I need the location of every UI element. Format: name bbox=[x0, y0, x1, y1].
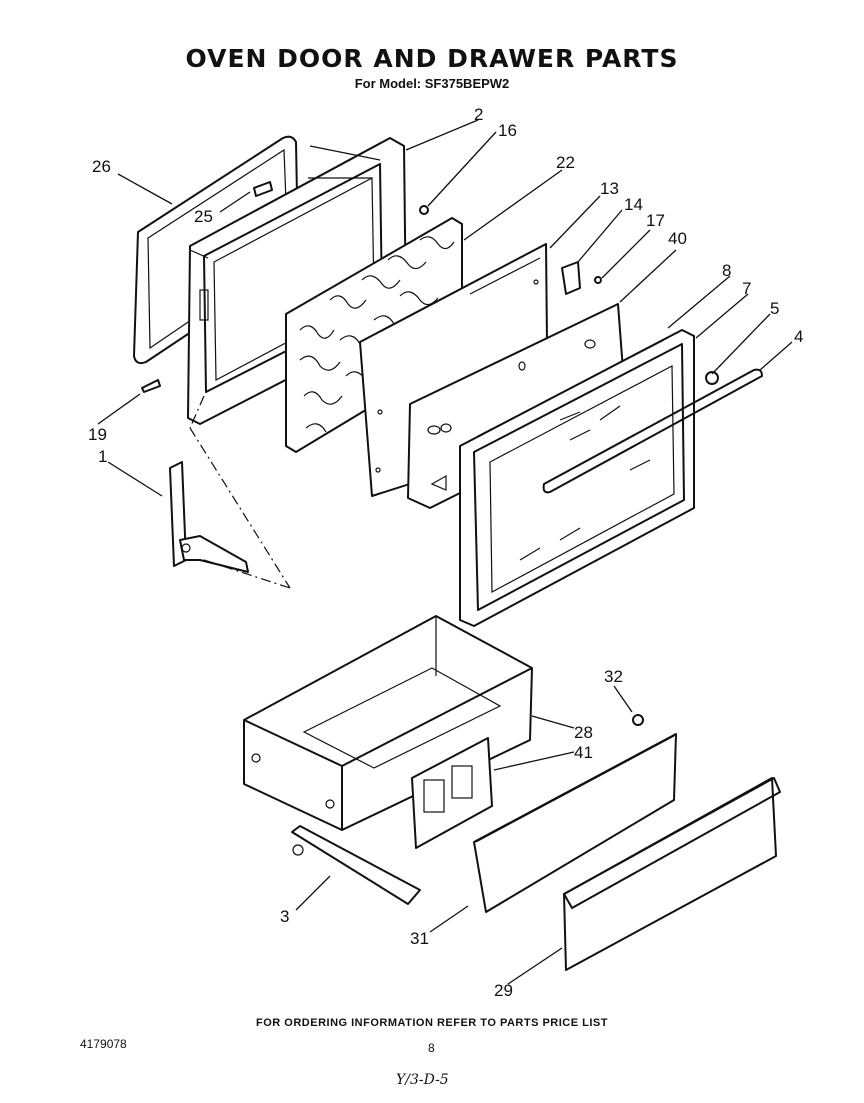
callout-8: 8 bbox=[722, 261, 731, 280]
part-28-storage-drawer bbox=[243, 615, 533, 831]
part-41-drawer-bracket bbox=[411, 737, 493, 849]
callout-14: 14 bbox=[624, 195, 643, 214]
callout-40: 40 bbox=[668, 229, 687, 248]
part-3-drawer-glide bbox=[291, 825, 421, 905]
callout-26: 26 bbox=[92, 157, 111, 176]
page-title: OVEN DOOR AND DRAWER PARTS bbox=[185, 44, 679, 73]
callout-41: 41 bbox=[574, 743, 593, 762]
part-16-screw bbox=[419, 205, 429, 215]
ordering-note: FOR ORDERING INFORMATION REFER TO PARTS … bbox=[256, 1017, 608, 1029]
callout-5: 5 bbox=[770, 299, 779, 318]
part-29-drawer-panel bbox=[563, 777, 781, 971]
document-number: 4179078 bbox=[80, 1037, 127, 1051]
callout-leaders bbox=[97, 119, 793, 985]
callout-2: 2 bbox=[474, 105, 483, 124]
callout-25: 25 bbox=[194, 207, 213, 226]
handwritten-note: Y/3-D-5 bbox=[396, 1072, 449, 1088]
callout-29: 29 bbox=[494, 981, 513, 1000]
callout-7: 7 bbox=[742, 279, 751, 298]
page-number: 8 bbox=[428, 1041, 435, 1055]
callout-28: 28 bbox=[574, 723, 593, 742]
callout-3: 3 bbox=[280, 907, 289, 926]
part-25-bracket bbox=[253, 181, 273, 197]
callout-4: 4 bbox=[794, 327, 803, 346]
callout-19: 19 bbox=[88, 425, 107, 444]
part-31-drawer-front bbox=[473, 733, 677, 913]
callout-22: 22 bbox=[556, 153, 575, 172]
part-19-screw bbox=[141, 379, 161, 393]
callout-31: 31 bbox=[410, 929, 429, 948]
callout-1: 1 bbox=[98, 447, 107, 466]
part-14-hinge-bracket bbox=[561, 261, 581, 295]
model-subtitle: For Model: SF375BEPW2 bbox=[354, 76, 510, 91]
part-5-handle-endcap bbox=[705, 371, 719, 385]
callout-32: 32 bbox=[604, 667, 623, 686]
part-17-screw bbox=[594, 276, 602, 284]
part-4-door-handle bbox=[542, 368, 763, 494]
callout-16: 16 bbox=[498, 121, 517, 140]
callout-13: 13 bbox=[600, 179, 619, 198]
callout-17: 17 bbox=[646, 211, 665, 230]
part-32-screw bbox=[632, 714, 644, 726]
part-1-door-hinge bbox=[169, 461, 249, 573]
